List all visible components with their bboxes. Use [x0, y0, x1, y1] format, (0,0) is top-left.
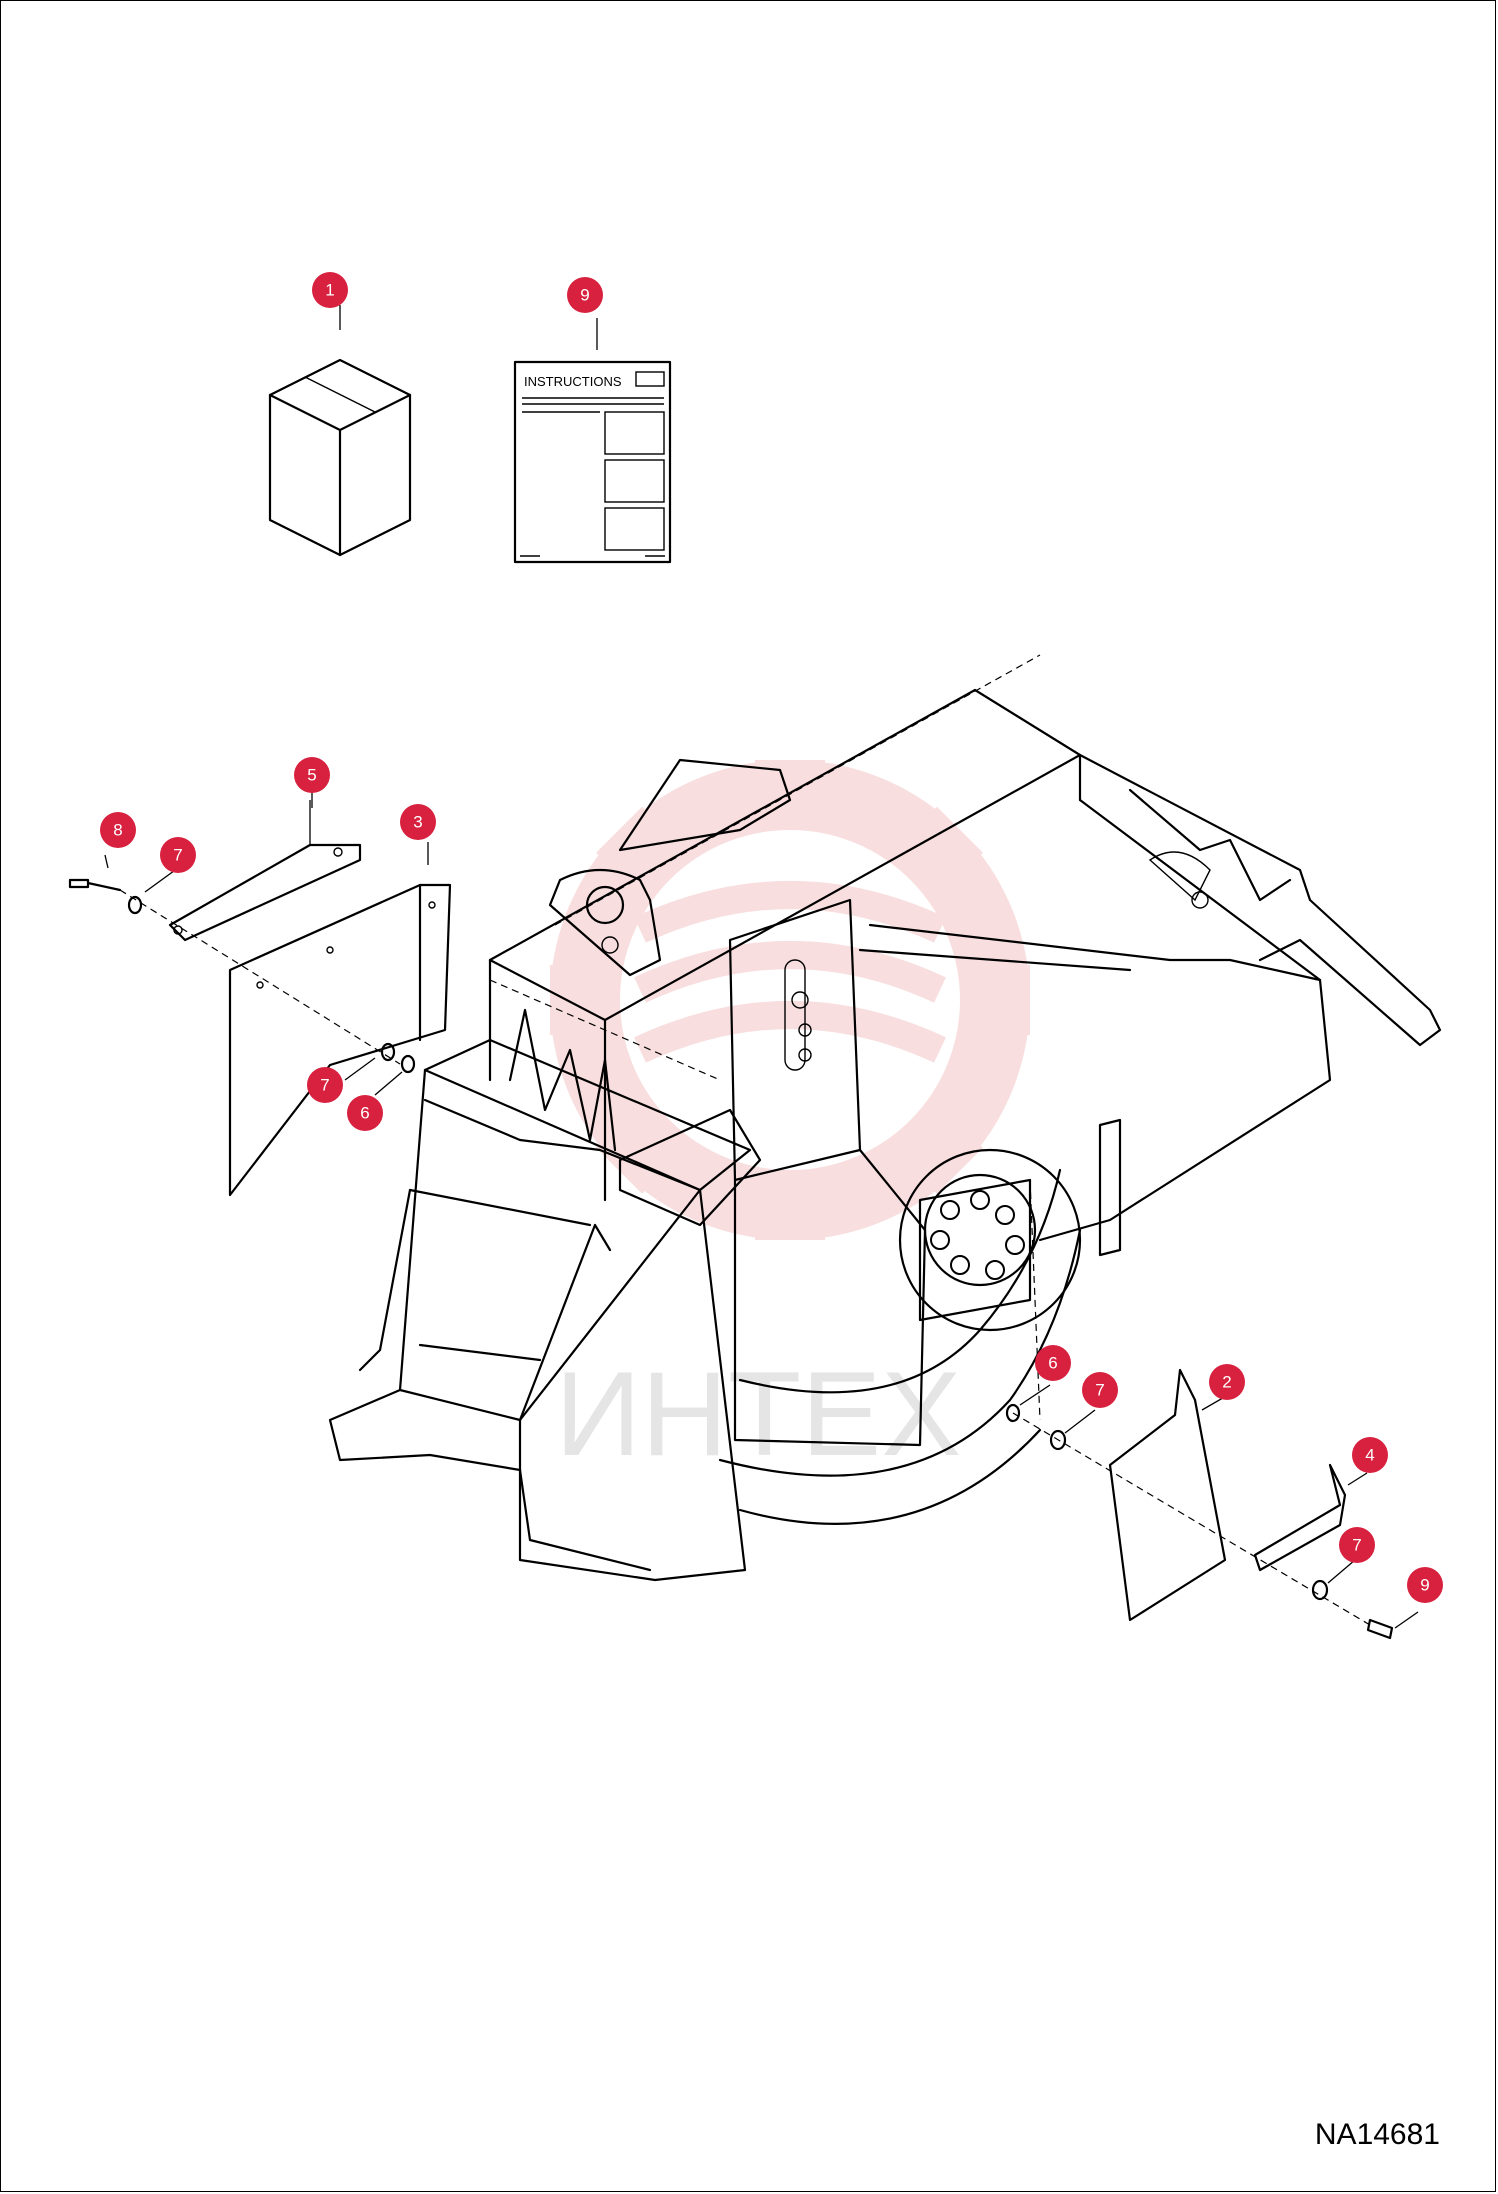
part-washer-7b [380, 1042, 396, 1062]
svg-text:6: 6 [360, 1104, 369, 1123]
svg-text:1: 1 [325, 281, 334, 300]
callout-5: 5 [294, 757, 330, 793]
svg-text:5: 5 [307, 766, 316, 785]
part-deflector-3 [228, 883, 452, 1197]
part-bracket-4 [1253, 1463, 1347, 1572]
callout-7-right-top: 7 [1082, 1372, 1118, 1408]
watermark-text: ИНТЕХ [555, 1347, 961, 1481]
svg-text:7: 7 [173, 846, 182, 865]
callout-2: 2 [1209, 1364, 1245, 1400]
callout-7-left-top: 7 [160, 837, 196, 873]
svg-text:7: 7 [1352, 1536, 1361, 1555]
callout-9-top: 9 [567, 277, 603, 313]
callout-7-left-bottom: 7 [307, 1067, 343, 1103]
callout-9-bottom: 9 [1407, 1567, 1443, 1603]
part-washer-7c [1049, 1429, 1067, 1451]
callout-7-right-bottom: 7 [1339, 1527, 1375, 1563]
callout-3: 3 [400, 804, 436, 840]
part-washer-7a [127, 895, 143, 915]
drawing-number: NA14681 [1314, 2118, 1440, 2151]
part-bolt-9 [1366, 1618, 1394, 1640]
svg-text:7: 7 [1095, 1381, 1104, 1400]
svg-text:9: 9 [1420, 1576, 1429, 1595]
part-box [268, 358, 412, 557]
part-nut-6a [400, 1054, 416, 1074]
part-nut-6b [1005, 1403, 1021, 1423]
callout-6-left: 6 [347, 1095, 383, 1131]
svg-text:4: 4 [1365, 1446, 1374, 1465]
part-instruction-sheet [513, 360, 672, 564]
svg-text:2: 2 [1222, 1373, 1231, 1392]
machine-frame [328, 654, 1442, 1582]
instructions-label: INSTRUCTIONS [524, 374, 622, 389]
svg-text:9: 9 [580, 286, 589, 305]
part-bracket-5 [168, 800, 362, 942]
watermark-logo [550, 760, 1030, 1240]
part-deflector-2 [1108, 1368, 1227, 1622]
callout-8: 8 [100, 812, 136, 848]
part-bolt-8 [68, 878, 122, 892]
svg-text:6: 6 [1048, 1354, 1057, 1373]
svg-text:8: 8 [113, 821, 122, 840]
callout-4: 4 [1352, 1437, 1388, 1473]
callout-1: 1 [312, 272, 348, 308]
part-washer-7d [1311, 1579, 1329, 1601]
callout-6-right: 6 [1035, 1345, 1071, 1381]
svg-text:7: 7 [320, 1076, 329, 1095]
svg-text:3: 3 [413, 813, 422, 832]
